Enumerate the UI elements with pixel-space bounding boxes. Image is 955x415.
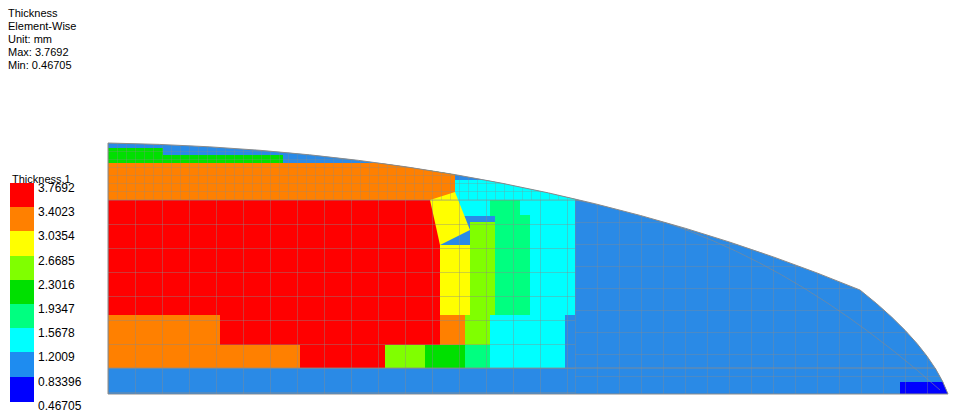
- legend-value: 3.0354: [38, 230, 75, 242]
- legend-value: 2.3016: [38, 279, 75, 291]
- plot-info: Max: 3.7692: [8, 47, 69, 58]
- legend-value: 1.2009: [38, 351, 75, 363]
- legend-swatch: [10, 352, 34, 377]
- legend-swatch: [10, 207, 34, 232]
- legend-swatch: [10, 304, 34, 329]
- plot-info: Thickness: [8, 8, 58, 19]
- legend-value: 1.9347: [38, 303, 75, 315]
- legend-swatch: [10, 377, 34, 402]
- legend-swatch: [10, 231, 34, 256]
- legend-swatch: [10, 328, 34, 353]
- legend-swatch: [10, 183, 34, 208]
- legend-value: 1.5678: [38, 327, 75, 339]
- legend-value: 2.6685: [38, 255, 75, 267]
- legend-value: 0.83396: [38, 376, 81, 388]
- legend-value: 3.4023: [38, 206, 75, 218]
- plot-info: Element-Wise: [8, 21, 76, 32]
- legend-swatch: [10, 256, 34, 281]
- plot-info: Unit: mm: [8, 34, 52, 45]
- legend-value: 3.7692: [38, 182, 75, 194]
- legend-swatch: [10, 280, 34, 305]
- legend-value: 0.46705: [38, 400, 81, 412]
- plot-info: Min: 0.46705: [8, 60, 72, 71]
